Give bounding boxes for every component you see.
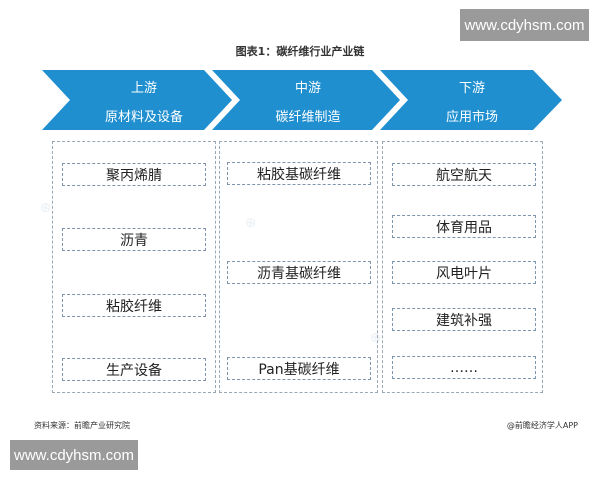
- stage-midstream-label: 中游: [294, 81, 321, 96]
- brand-note: @前瞻经济学人APP: [506, 421, 578, 430]
- list-item: 沥青基碳纤维: [227, 261, 371, 284]
- diagram-title: 图表1：碳纤维行业产业链: [235, 45, 365, 58]
- watermark-top: www.cdyhsm.com: [460, 9, 589, 41]
- list-item: 沥青: [62, 228, 206, 251]
- list-item: 粘胶基碳纤维: [227, 162, 371, 185]
- list-item: 聚丙烯腈: [62, 163, 206, 186]
- stage-downstream-label: 下游: [458, 81, 485, 96]
- stage-chevrons: [42, 70, 562, 130]
- stage-downstream-desc: 应用市场: [445, 110, 498, 125]
- chevron-midstream: [212, 70, 400, 130]
- chevron-downstream: [380, 70, 562, 130]
- list-item: 建筑补强: [392, 308, 536, 331]
- list-item: 风电叶片: [392, 261, 536, 284]
- stage-upstream-label: 上游: [130, 81, 157, 96]
- watermark-bottom: www.cdyhsm.com: [10, 440, 138, 470]
- upstream-column: 聚丙烯腈 沥青 粘胶纤维 生产设备: [52, 141, 216, 393]
- list-item: 粘胶纤维: [62, 294, 206, 317]
- list-item: ……: [392, 356, 536, 379]
- list-item: 体育用品: [392, 215, 536, 238]
- downstream-column: 航空航天 体育用品 风电叶片 建筑补强 ……: [382, 141, 543, 393]
- stage-upstream-desc: 原材料及设备: [104, 110, 183, 125]
- list-item: Pan基碳纤维: [227, 357, 371, 380]
- list-item: 航空航天: [392, 163, 536, 186]
- midstream-column: 粘胶基碳纤维 沥青基碳纤维 Pan基碳纤维: [219, 141, 378, 393]
- source-note: 资料来源：前瞻产业研究院: [34, 421, 130, 430]
- chevron-upstream: [42, 70, 232, 130]
- stage-midstream-desc: 碳纤维制造: [275, 110, 341, 125]
- list-item: 生产设备: [62, 358, 206, 381]
